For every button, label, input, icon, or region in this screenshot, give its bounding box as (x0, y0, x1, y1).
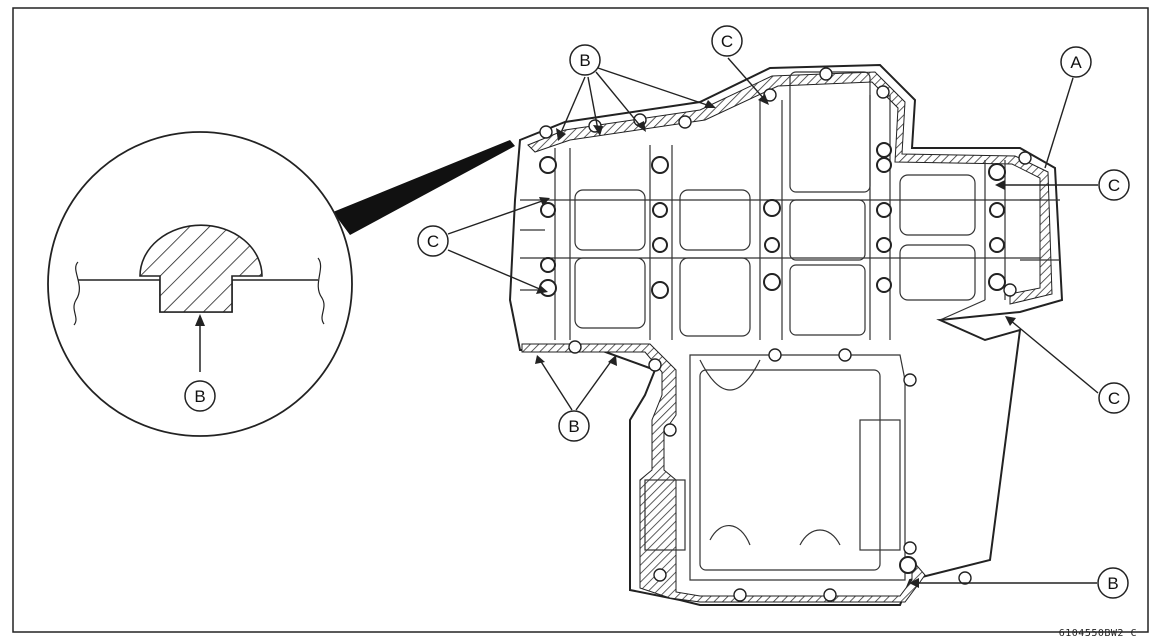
callout-a-label: A (1070, 53, 1082, 72)
callout-c-right-lower-label: C (1108, 389, 1120, 408)
callout-b-magnifier-label: B (194, 387, 205, 406)
leader-lines (447, 57, 1099, 584)
figure-border (12, 7, 1149, 633)
callout-c-left: C (417, 225, 449, 257)
callout-c-right-top: C (1098, 169, 1130, 201)
callout-b-top: B (569, 44, 601, 76)
callout-b-bottom-right-label: B (1107, 574, 1118, 593)
groove-cross-section (73, 224, 325, 326)
detail-magnifier (47, 131, 515, 437)
callout-b-bottom: B (558, 410, 590, 442)
callout-c-left-label: C (427, 232, 439, 251)
callout-c-right-top-label: C (1108, 176, 1120, 195)
leader-arrowheads (535, 94, 1016, 588)
callout-c-right-lower: C (1098, 382, 1130, 414)
magnifier-wedge (333, 140, 515, 235)
callout-c-top-label: C (721, 32, 733, 51)
callout-b-bottom-label: B (568, 417, 579, 436)
callout-c-top: C (711, 25, 743, 57)
callout-b-top-label: B (579, 51, 590, 70)
callout-b-bottom-right: B (1097, 567, 1129, 599)
crankcase-drawing (508, 63, 1064, 606)
crankcase-outline (508, 63, 1064, 606)
figure-code: 6104550BW2 C (1059, 628, 1137, 639)
callout-b-magnifier: B (184, 380, 216, 412)
callout-a: A (1060, 46, 1092, 78)
